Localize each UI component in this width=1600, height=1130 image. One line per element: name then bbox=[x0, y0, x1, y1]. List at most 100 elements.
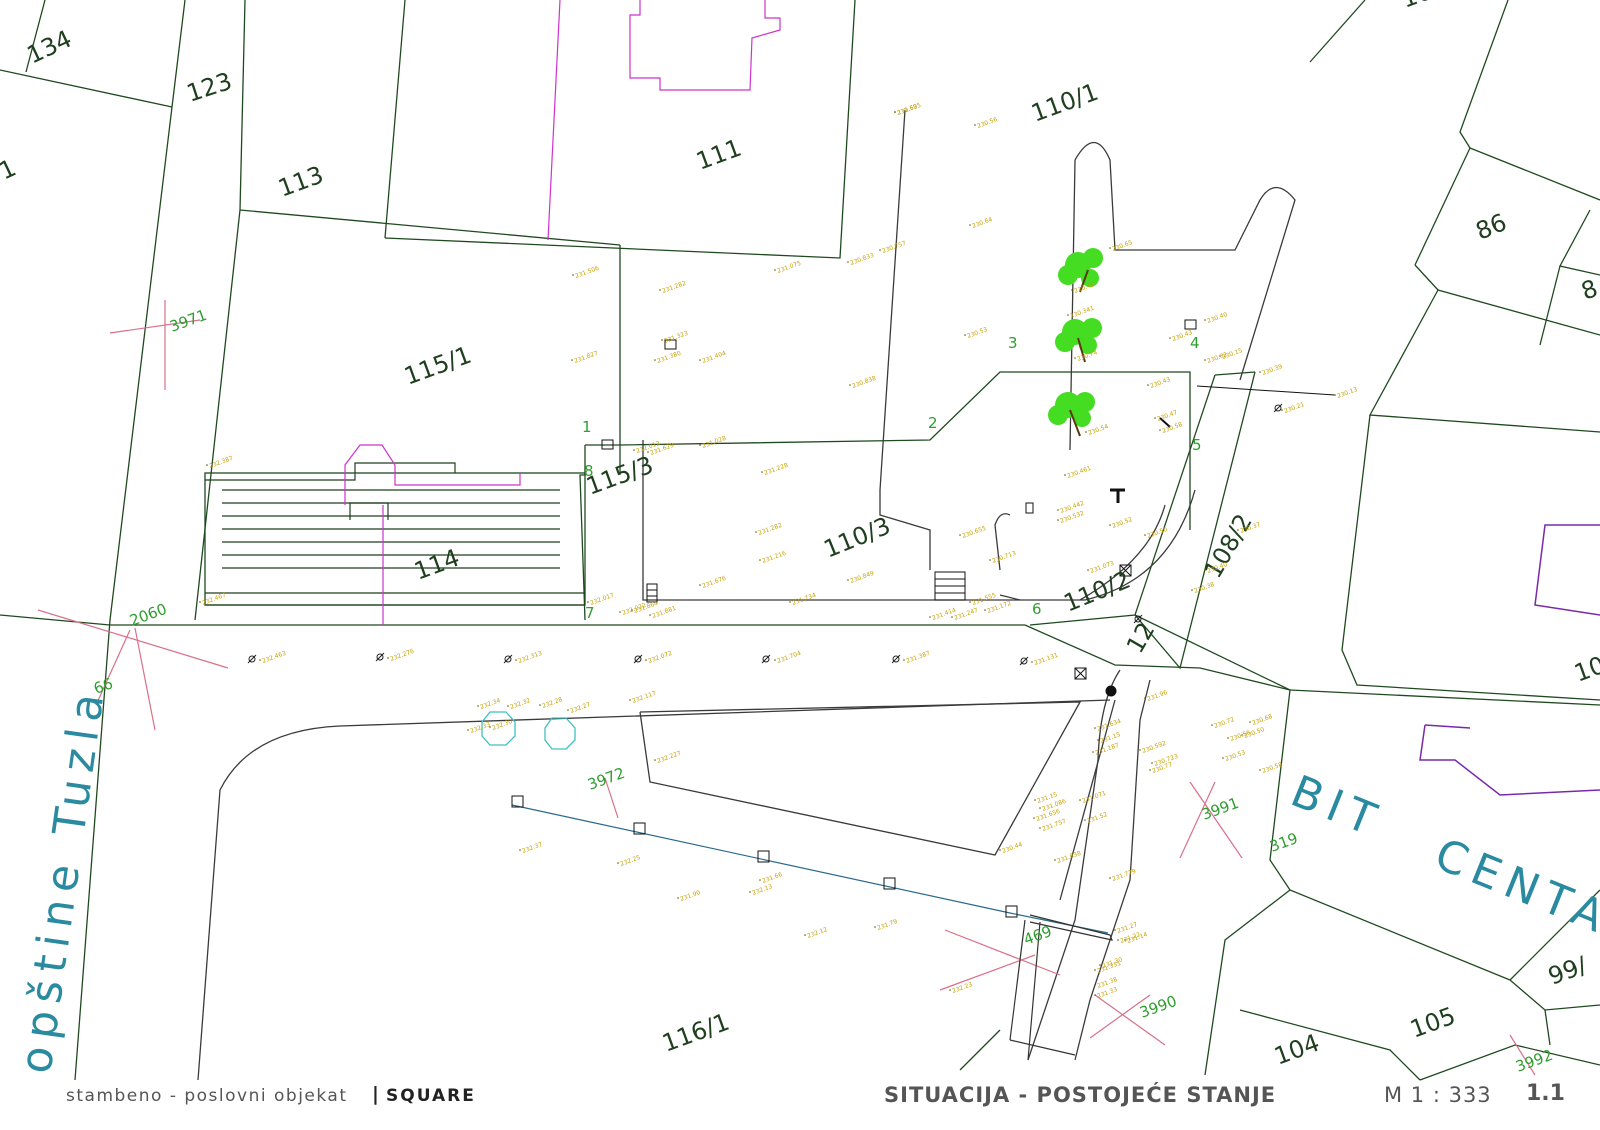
elevation-point bbox=[699, 359, 701, 361]
elevation-label: 230.341 bbox=[1069, 305, 1095, 320]
parcel-label: 134 bbox=[23, 25, 76, 70]
street-labels: opštine Tuzla BIT CENTAR bbox=[10, 683, 1600, 1077]
elevation-label: 231.216 bbox=[761, 550, 787, 565]
elevation-point bbox=[1334, 394, 1336, 396]
elevation-point bbox=[1227, 737, 1229, 739]
project-name: SQUARE bbox=[386, 1086, 476, 1106]
elevation-point bbox=[1249, 721, 1251, 723]
drawing-scale: M 1 : 333 bbox=[1384, 1083, 1492, 1107]
street-name-bit: BIT bbox=[1284, 766, 1390, 849]
pipe-line bbox=[511, 804, 1109, 934]
elevation-point bbox=[774, 269, 776, 271]
elevation-label: 232.017 bbox=[589, 592, 615, 607]
elevation-point bbox=[1033, 817, 1035, 819]
elevation-label: 232.32 bbox=[509, 697, 531, 711]
elevation-point bbox=[206, 464, 208, 466]
drawing-title: SITUACIJA - POSTOJEĆE STANJE bbox=[884, 1083, 1277, 1107]
lamp-icon bbox=[761, 654, 771, 664]
parcel-boundaries bbox=[0, 0, 1600, 1081]
elevation-points: 230.595230.56230.757230.833230.64231.075… bbox=[199, 102, 1359, 1000]
elevation-point bbox=[1154, 417, 1156, 419]
manhole-icon bbox=[664, 339, 677, 350]
elevation-point bbox=[1204, 319, 1206, 321]
elevation-point bbox=[1281, 409, 1283, 411]
utility-symbols bbox=[511, 319, 1336, 918]
elevation-point bbox=[1031, 661, 1033, 663]
parcel-label: 114 bbox=[410, 544, 463, 586]
elevation-label: 230.713 bbox=[991, 550, 1017, 565]
elevation-label: 231.62 bbox=[896, 103, 918, 117]
elevation-label: 231.028 bbox=[701, 435, 727, 450]
street-name-tuzla: opštine Tuzla bbox=[10, 683, 115, 1077]
elevation-label: 230.38 bbox=[1193, 581, 1215, 595]
parcel-label: 116/1 bbox=[658, 1008, 733, 1058]
elevation-label: 230.56 bbox=[976, 116, 998, 130]
street-name-centar: CENTAR bbox=[1428, 829, 1600, 960]
elevation-point bbox=[1079, 799, 1081, 801]
elevation-point bbox=[1169, 337, 1171, 339]
elevation-label: 232.227 bbox=[656, 750, 682, 765]
elevation-point bbox=[894, 111, 896, 113]
plot-number: 66 bbox=[91, 674, 115, 697]
ramp-structure bbox=[1009, 914, 1113, 1061]
elevation-point bbox=[804, 934, 806, 936]
parcel-label: 104 bbox=[1270, 1029, 1323, 1071]
elevation-label: 231.414 bbox=[931, 607, 957, 622]
parcel-label: 105 bbox=[1406, 1002, 1459, 1044]
elevation-label: 231.075 bbox=[776, 260, 802, 275]
elevation-label: 232.12 bbox=[806, 926, 828, 940]
elevation-point bbox=[969, 601, 971, 603]
plot-number: 3972 bbox=[585, 764, 627, 794]
elevation-label: 231.52 bbox=[1086, 811, 1108, 825]
elevation-point bbox=[789, 601, 791, 603]
lamp-icon bbox=[503, 654, 513, 664]
plot-number: 3990 bbox=[1137, 992, 1179, 1022]
drain-icon bbox=[633, 822, 646, 835]
parcel-label: 110/3 bbox=[820, 512, 895, 564]
survey-lines bbox=[37, 300, 1536, 1076]
elevation-point bbox=[1087, 569, 1089, 571]
vertex-number: 1 bbox=[582, 418, 592, 436]
plot-number: 3991 bbox=[1199, 794, 1241, 824]
sheet-number: 1.1 bbox=[1526, 1081, 1565, 1106]
elevation-label: 230.53 bbox=[966, 326, 988, 340]
elevation-point bbox=[1071, 289, 1073, 291]
elevation-point bbox=[989, 559, 991, 561]
elevation-point bbox=[1222, 757, 1224, 759]
elevation-point bbox=[755, 531, 757, 533]
elevation-point bbox=[969, 224, 971, 226]
elevation-label: 231.404 bbox=[701, 350, 727, 365]
elevation-point bbox=[879, 249, 881, 251]
road-lines bbox=[197, 109, 1296, 1081]
elevation-label: 231.187 bbox=[1094, 742, 1120, 757]
elevation-point bbox=[617, 862, 619, 864]
elevation-label: 230.68 bbox=[1251, 713, 1273, 727]
elevation-label: 232.276 bbox=[389, 648, 415, 663]
elevation-point bbox=[199, 601, 201, 603]
shrubs bbox=[481, 711, 576, 750]
shrub-icon bbox=[481, 711, 516, 746]
building-114-hatch bbox=[205, 462, 585, 594]
elevation-point bbox=[1151, 762, 1153, 764]
elevation-point bbox=[659, 289, 661, 291]
elevation-point bbox=[515, 659, 517, 661]
drain-icon bbox=[757, 850, 770, 863]
elevation-label: 230.72 bbox=[1213, 716, 1235, 730]
elevation-point bbox=[849, 384, 851, 386]
elevation-point bbox=[519, 849, 521, 851]
elevation-point bbox=[847, 579, 849, 581]
elevation-point bbox=[959, 534, 961, 536]
elevation-label: 230.757 bbox=[881, 240, 907, 255]
elevation-point bbox=[1067, 314, 1069, 316]
elevation-point bbox=[1094, 969, 1096, 971]
elevation-point bbox=[619, 611, 621, 613]
elevation-point bbox=[654, 359, 656, 361]
elevation-point bbox=[1147, 384, 1149, 386]
elevation-label: 231.282 bbox=[661, 280, 687, 295]
valve-icon bbox=[1105, 685, 1117, 697]
elevation-point bbox=[661, 339, 663, 341]
elevation-label: 231.172 bbox=[986, 600, 1012, 615]
elevation-label: 231.247 bbox=[953, 607, 979, 622]
elevation-point bbox=[1149, 769, 1151, 771]
elevation-point bbox=[1057, 519, 1059, 521]
